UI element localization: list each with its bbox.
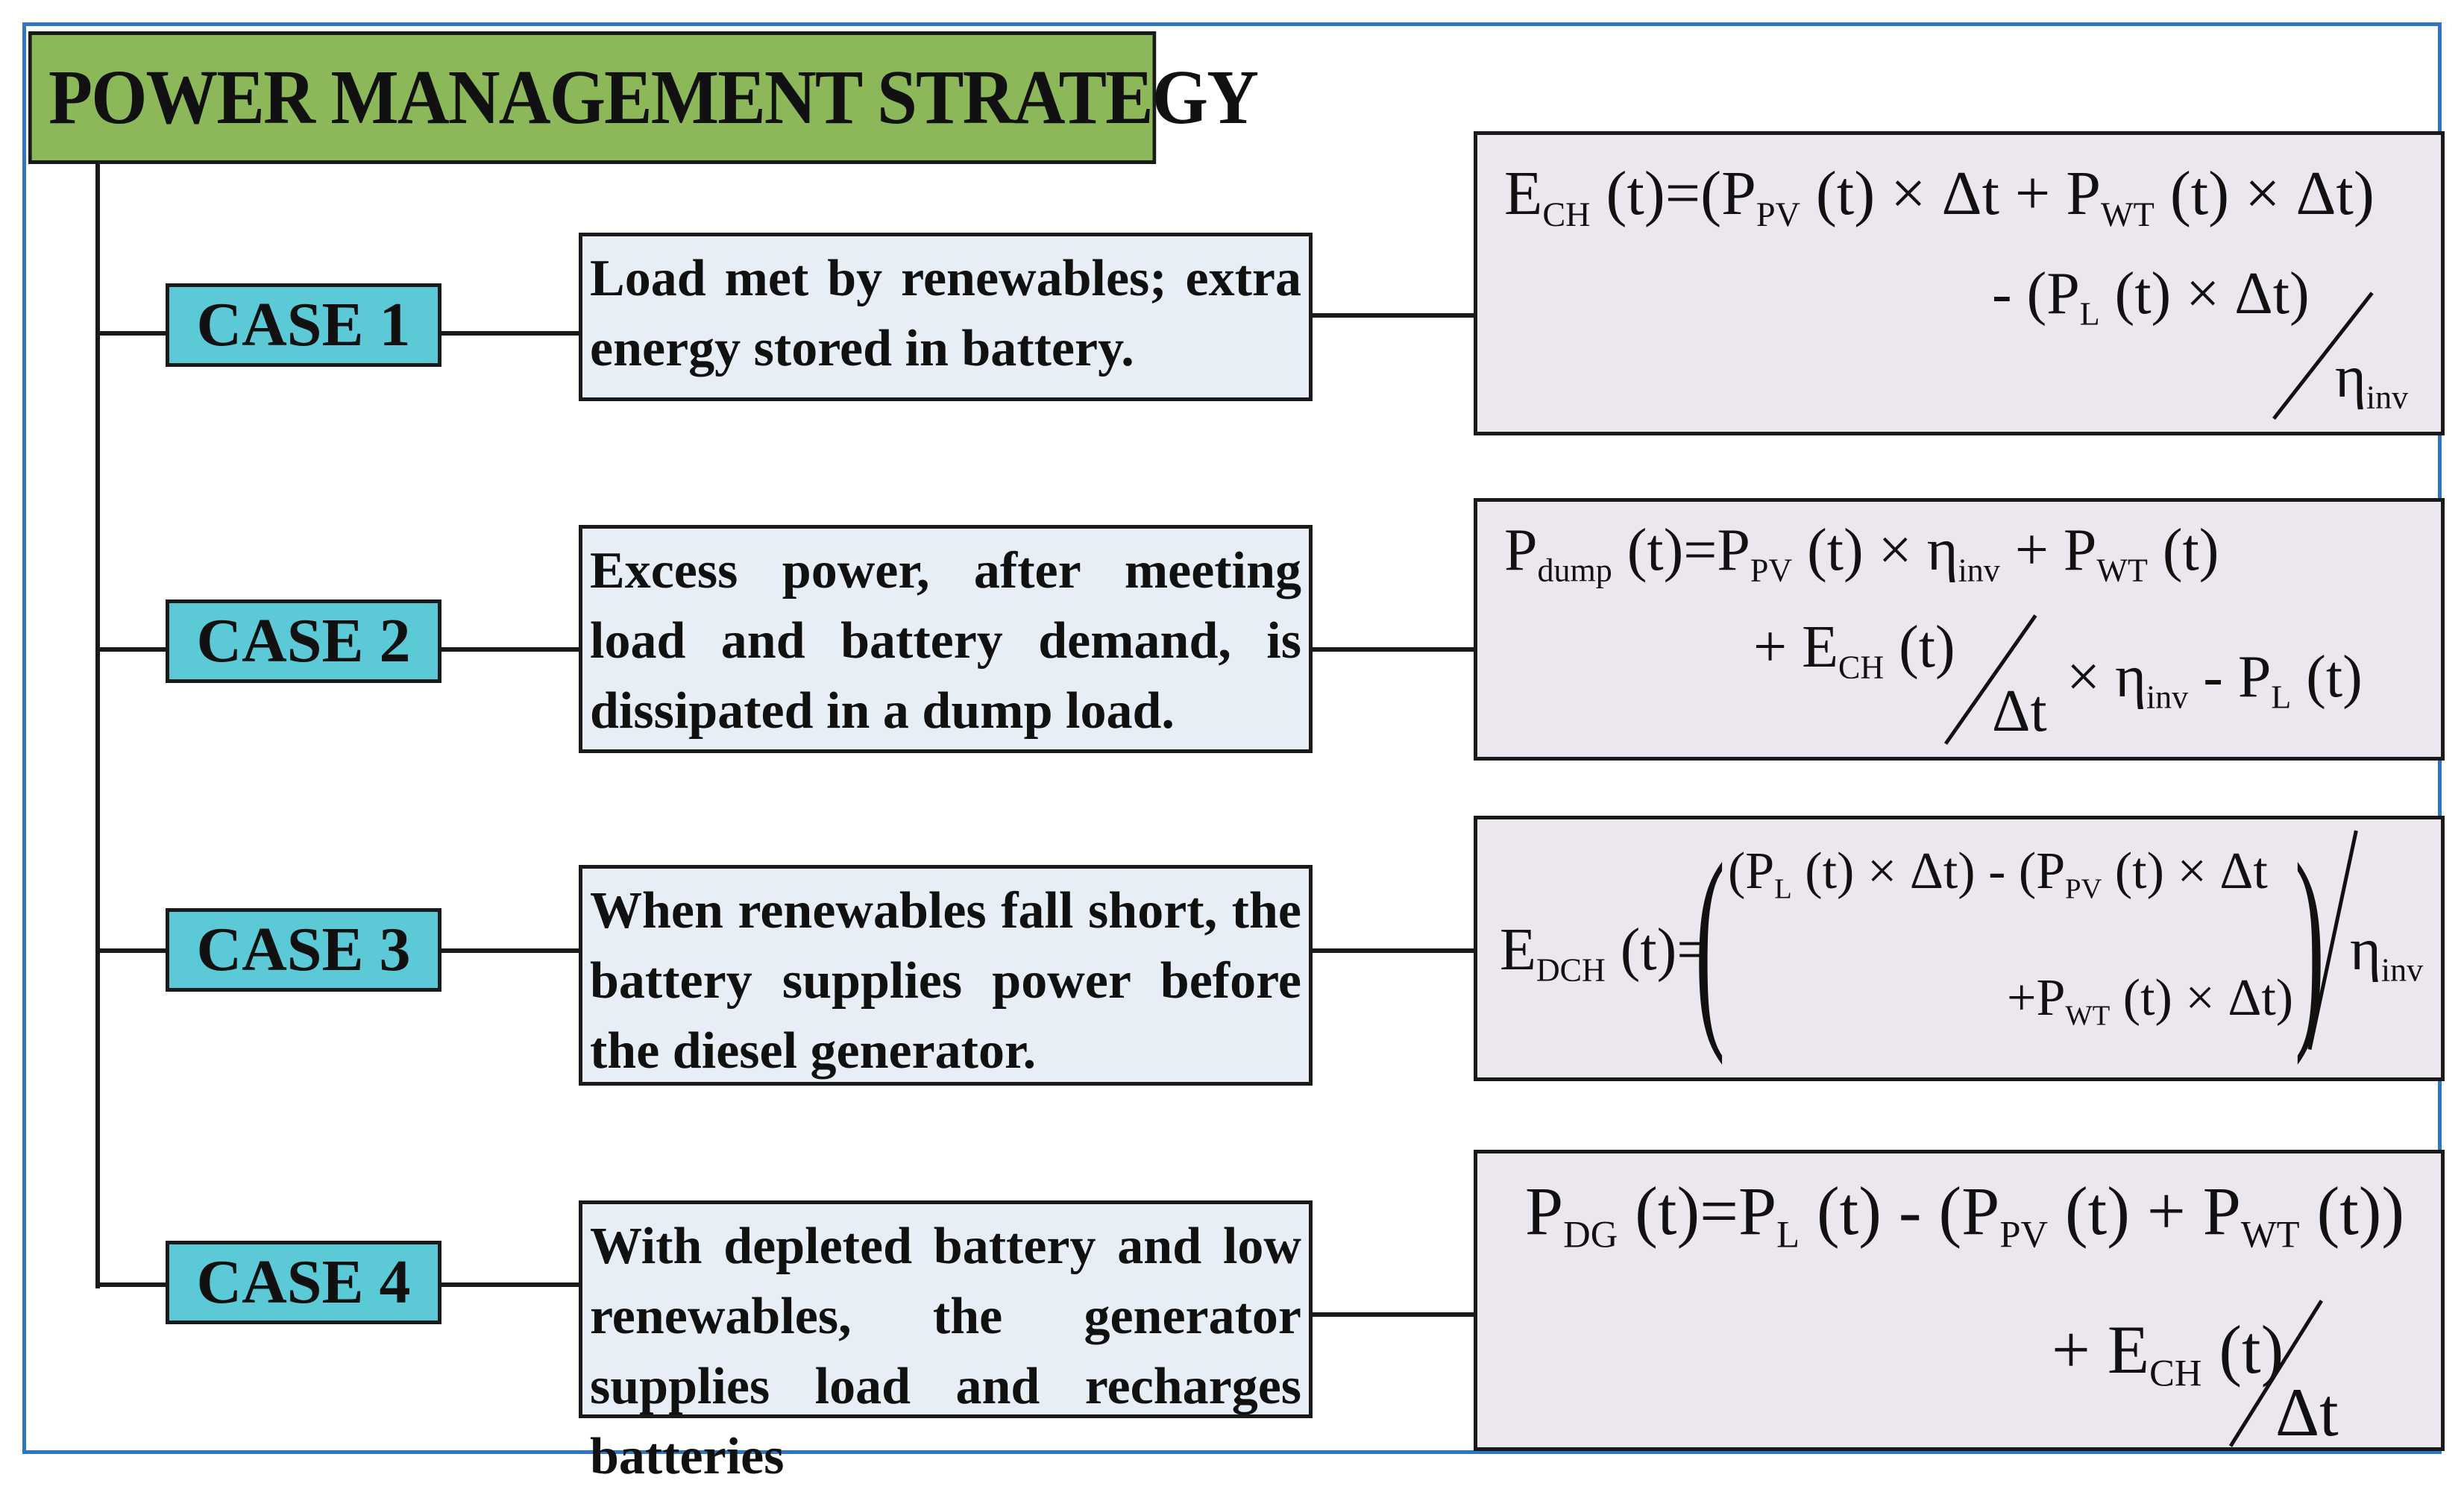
case3-eq-lhs: EDCH (t)= [1500, 917, 1711, 989]
case3-open-paren: ( [1695, 818, 1725, 1066]
case1-description: Load met by renewables; extra energy sto… [579, 233, 1313, 401]
case4-label: CASE 4 [166, 1241, 441, 1324]
case3-to-desc [441, 948, 580, 953]
case2-label: CASE 2 [166, 599, 441, 683]
case4-eq-line2a: + ECH (t) [2052, 1312, 2284, 1394]
case2-description: Excess power, after meeting load and bat… [579, 525, 1313, 753]
case2-to-eq [1313, 647, 1475, 652]
case4-description: With depleted battery and low renewables… [579, 1200, 1313, 1485]
case1-equation: ECH (t)=(PPV (t) × Δt + PWT (t) × Δt) - … [1474, 131, 2445, 435]
case2-eq-line1: Pdump (t)=PPV (t) × ηinv + PWT (t) [1504, 517, 2219, 589]
case1-to-eq [1313, 313, 1475, 318]
diagram-title: POWER MANAGEMENT STRATEGY [28, 31, 1259, 164]
case1-to-desc [441, 331, 580, 336]
case4-equation: PDG (t)=PL (t) - (PPV (t) + PWT (t)) + E… [1474, 1150, 2445, 1451]
case3-label: CASE 3 [166, 908, 441, 992]
case3-eq-line2: +PWT (t) × Δt) [2007, 969, 2294, 1032]
case4-to-desc [441, 1282, 580, 1287]
case2-to-desc [441, 647, 580, 652]
trunk-connector [95, 164, 100, 1288]
case1-label: CASE 1 [166, 283, 441, 367]
case4-eq-line1: PDG (t)=PL (t) - (PPV (t) + PWT (t)) [1525, 1173, 2405, 1256]
case2-eq-line2a: + ECH (t) [1753, 614, 1955, 686]
case3-close-paren: ) [2295, 818, 2325, 1066]
case1-eta: ηinv [2335, 344, 2409, 416]
case3-eta: ηinv [2350, 917, 2424, 989]
case2-branch [95, 647, 167, 652]
case4-to-eq [1313, 1312, 1475, 1317]
case2-eq-line2c: × ηinv - PL (t) [2067, 644, 2363, 716]
case1-eq-line1: ECH (t)=(PPV (t) × Δt + PWT (t) × Δt) [1504, 159, 2375, 234]
case4-branch [95, 1282, 167, 1287]
case3-equation: EDCH (t)= ( (PL (t) × Δt) - (PPV (t) × Δ… [1474, 816, 2445, 1081]
case2-equation: Pdump (t)=PPV (t) × ηinv + PWT (t) + ECH… [1474, 498, 2445, 761]
case4-eq-line2b: Δt [2275, 1374, 2339, 1450]
case3-branch [95, 948, 167, 953]
case3-description: When renewables fall short, the battery … [579, 865, 1313, 1086]
case3-eq-line1: (PL (t) × Δt) - (PPV (t) × Δt [1728, 843, 2268, 905]
case1-branch [95, 331, 167, 336]
case1-eq-line2: - (PL (t) × Δt) [1992, 261, 2310, 333]
case2-eq-line2b: Δt [1992, 679, 2047, 744]
case3-to-eq [1313, 948, 1475, 953]
